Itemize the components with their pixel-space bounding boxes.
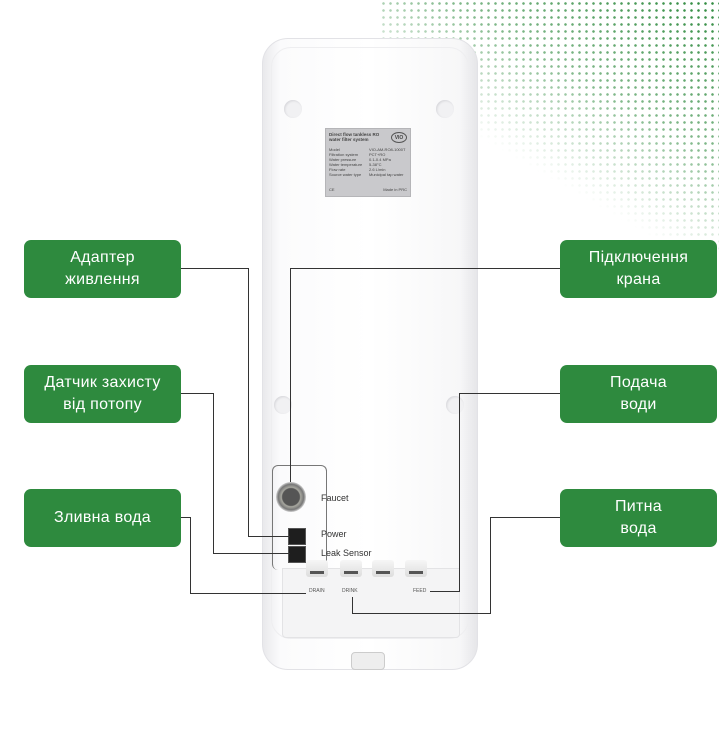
port <box>306 560 328 577</box>
faucet-connector <box>276 482 306 512</box>
plate-cell: Water pressure <box>329 157 357 162</box>
drain-label: DRAIN <box>309 588 325 594</box>
plate-cell: 0.1-0.4 MPa <box>369 157 391 162</box>
plate-cell: Flow rate <box>329 167 346 172</box>
leak-sensor-socket <box>288 546 306 563</box>
drink-label: DRINK <box>342 588 358 594</box>
plate-cell: 2.6 L/min <box>369 167 386 172</box>
outlet-base <box>282 568 460 638</box>
stand <box>351 652 385 670</box>
feed-label: FEED <box>413 588 427 594</box>
callout-drain: Зливна вода <box>24 489 181 547</box>
screw-cap <box>436 100 454 118</box>
port <box>405 560 427 577</box>
plate-cell: Municipal tap water <box>369 172 404 177</box>
spec-plate: Direct flow tankless RO water filter sys… <box>325 128 411 197</box>
plate-cell: Model <box>329 147 340 152</box>
ce-mark: CE <box>329 187 335 192</box>
plate-cell: 5-38°C <box>369 162 382 167</box>
leak-sensor-label: Leak Sensor <box>321 548 372 558</box>
vio-logo: VIO <box>391 132 407 143</box>
made-in: Made in PRC <box>383 187 407 192</box>
port <box>372 560 394 577</box>
plate-cell: VIO-AM-RO8-1000T <box>369 147 406 152</box>
screw-cap <box>284 100 302 118</box>
plate-cell: PCT+RO <box>369 152 386 157</box>
plate-cell: Filtration system <box>329 152 359 157</box>
plate-cell: Source water type <box>329 172 362 177</box>
screw-cap <box>446 396 464 414</box>
screw-cap <box>274 396 292 414</box>
power-label: Power <box>321 529 347 539</box>
connector-panel <box>272 465 327 570</box>
power-socket <box>288 528 306 545</box>
port <box>340 560 362 577</box>
faucet-label: Faucet <box>321 493 349 503</box>
plate-cell: Water temperature <box>329 162 363 167</box>
plate-title: Direct flow tankless RO water filter sys… <box>329 132 380 142</box>
